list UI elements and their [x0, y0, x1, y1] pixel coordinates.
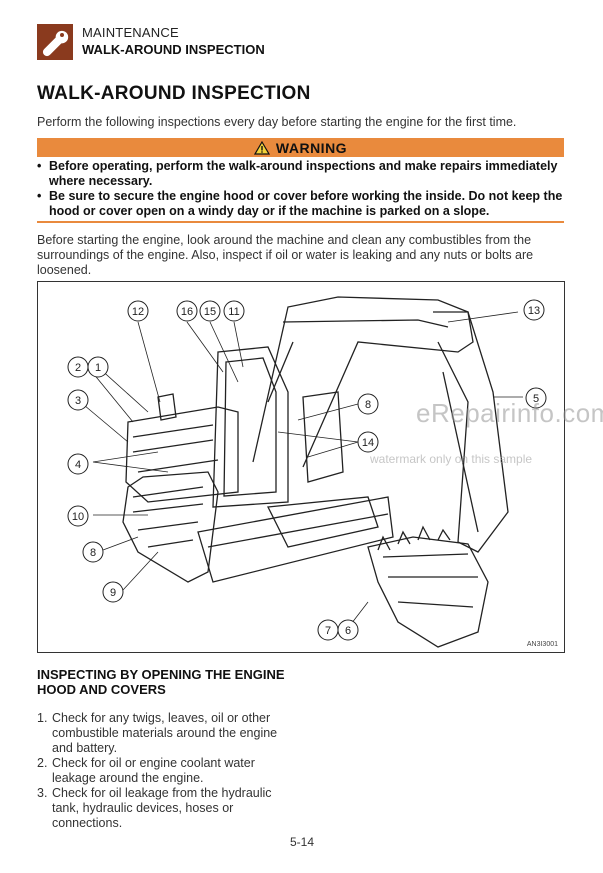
excavator-illustration: 12 16 15 11 2 1 3 4 10 8 9 7 6 8 14 13 5 — [67, 296, 547, 648]
watermark-sub: watermark only on this sample — [370, 452, 533, 466]
step-number: 1. — [37, 711, 48, 725]
callout-4: 4 — [75, 459, 81, 471]
callout-12: 12 — [132, 306, 144, 318]
warning-item: Be sure to secure the engine hood or cov… — [37, 189, 567, 219]
step-number: 2. — [37, 756, 48, 770]
steps-list: 1. Check for any twigs, leaves, oil or o… — [37, 711, 292, 831]
watermark-main: eRepairinfo.com — [416, 398, 603, 428]
step-text: Check for oil or engine coolant water le… — [52, 756, 255, 785]
callout-16: 16 — [181, 306, 193, 318]
header-subsection: WALK-AROUND INSPECTION — [82, 42, 265, 57]
callout-9: 9 — [110, 587, 116, 599]
warning-banner: WARNING — [37, 138, 564, 157]
list-item: 2. Check for oil or engine coolant water… — [37, 756, 292, 786]
step-text: Check for oil leakage from the hydraulic… — [52, 786, 272, 830]
callout-8b: 8 — [365, 399, 371, 411]
callout-6: 6 — [345, 625, 351, 637]
warning-divider — [37, 221, 564, 223]
callout-3: 3 — [75, 395, 81, 407]
step-number: 3. — [37, 786, 48, 800]
warning-item: Before operating, perform the walk-aroun… — [37, 159, 567, 189]
wrench-icon — [37, 24, 73, 60]
section-heading: INSPECTING BY OPENING THE ENGINE HOOD AN… — [37, 667, 285, 697]
callout-13: 13 — [528, 305, 540, 317]
callout-1: 1 — [95, 362, 101, 374]
callout-5: 5 — [533, 393, 539, 405]
step-text: Check for any twigs, leaves, oil or othe… — [52, 711, 278, 755]
header-section: MAINTENANCE — [82, 25, 179, 40]
list-item: 1. Check for any twigs, leaves, oil or o… — [37, 711, 292, 756]
warning-list: Before operating, perform the walk-aroun… — [37, 159, 567, 219]
excavator-figure: 12 16 15 11 2 1 3 4 10 8 9 7 6 8 14 13 5… — [37, 281, 565, 653]
page-title: WALK-AROUND INSPECTION — [37, 83, 311, 104]
warning-label: WARNING — [275, 139, 348, 156]
figure-code: AN3I3001 — [526, 641, 558, 648]
callout-2: 2 — [75, 362, 81, 374]
callout-7: 7 — [325, 625, 331, 637]
warning-triangle-icon — [253, 140, 270, 155]
callout-15: 15 — [204, 306, 216, 318]
body-paragraph: Before starting the engine, look around … — [37, 233, 534, 277]
warning-label-row: WARNING — [37, 138, 564, 157]
page-number: 5-14 — [290, 835, 315, 849]
list-item: 3. Check for oil leakage from the hydrau… — [37, 786, 292, 831]
callout-10: 10 — [72, 511, 84, 523]
callout-8a: 8 — [90, 547, 96, 559]
callout-11: 11 — [228, 306, 239, 318]
intro-text: Perform the following inspections every … — [37, 115, 517, 129]
callout-14: 14 — [362, 437, 374, 449]
